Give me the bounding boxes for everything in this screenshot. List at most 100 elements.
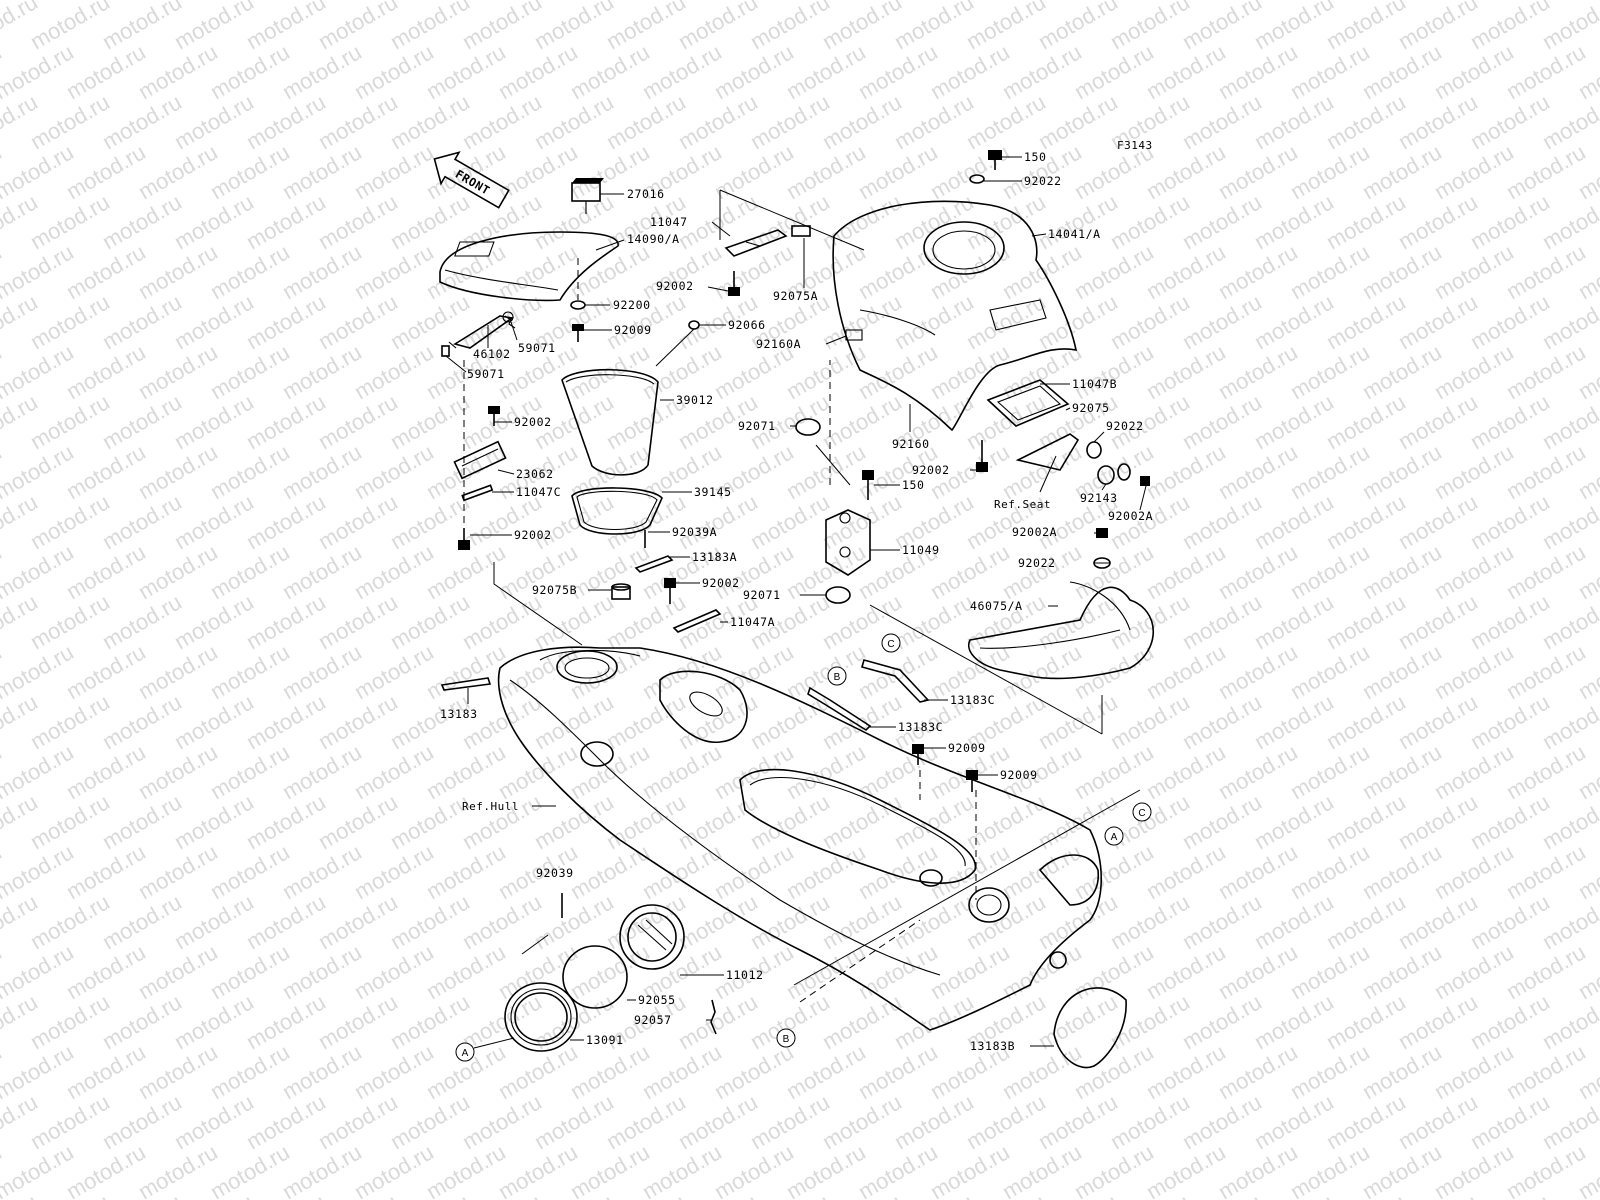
watermark-text: motod.ru — [1142, 1039, 1230, 1104]
watermark-text: motod.ru — [134, 139, 222, 204]
watermark-text: motod.ru — [1430, 339, 1518, 404]
svg-text:A: A — [462, 1048, 469, 1059]
watermark-text: motod.ru — [1286, 439, 1374, 504]
svg-text:C: C — [887, 639, 894, 650]
label-14090: 14090/A — [627, 232, 680, 246]
watermark-text: motod.ru — [1070, 539, 1158, 604]
watermark-text: motod.ru — [242, 989, 330, 1054]
watermark-text: motod.ru — [1394, 189, 1482, 254]
watermark-text: motod.ru — [998, 39, 1086, 104]
label-92002-a: 92002 — [656, 279, 694, 293]
watermark-text: motod.ru — [1142, 239, 1230, 304]
watermark-text: motod.ru — [494, 1039, 582, 1104]
watermark-text: motod.ru — [62, 1139, 150, 1200]
label-46075: 46075/A — [970, 599, 1023, 613]
watermark-text: motod.ru — [98, 1089, 186, 1154]
label-92002A-b: 92002A — [1012, 525, 1057, 539]
watermark-text: motod.ru — [494, 739, 582, 804]
watermark-text: motod.ru — [1358, 839, 1446, 904]
watermark-text: motod.ru — [26, 189, 114, 254]
ring-13183B — [1053, 987, 1127, 1069]
watermark-text: motod.ru — [134, 839, 222, 904]
watermark-text: motod.ru — [350, 139, 438, 204]
watermark-text: motod.ru — [422, 839, 510, 904]
watermark-text: motod.ru — [566, 739, 654, 804]
watermark-text: motod.ru — [242, 389, 330, 454]
label-92160: 92160 — [892, 437, 930, 451]
watermark-text: motod.ru — [422, 939, 510, 1004]
watermark-text: motod.ru — [854, 39, 942, 104]
watermark-text: motod.ru — [1502, 639, 1590, 704]
watermark-text: motod.ru — [530, 489, 618, 554]
watermark-text: motod.ru — [782, 839, 870, 904]
strap-13183C-lower — [807, 686, 872, 732]
watermark-text: motod.ru — [422, 39, 510, 104]
watermark-text: motod.ru — [62, 939, 150, 1004]
watermark-text: motod.ru — [170, 389, 258, 454]
hinge-23062 — [453, 440, 507, 502]
watermark-text: motod.ru — [1322, 89, 1410, 154]
label-11047: 11047 — [650, 215, 688, 229]
watermark-text: motod.ru — [998, 1139, 1086, 1200]
watermark-text: motod.ru — [1322, 589, 1410, 654]
watermark-text: motod.ru — [1106, 589, 1194, 654]
watermark-text: motod.ru — [242, 789, 330, 854]
watermark-text: motod.ru — [1466, 589, 1554, 654]
label-92022-top: 92022 — [1024, 174, 1062, 188]
watermark-text: motod.ru — [98, 389, 186, 454]
watermark-text: motod.ru — [566, 1139, 654, 1200]
watermark-text: motod.ru — [278, 639, 366, 704]
watermark-text: motod.ru — [1178, 989, 1266, 1054]
watermark-text: motod.ru — [530, 189, 618, 254]
watermark-text: motod.ru — [1466, 889, 1554, 954]
watermark-text: motod.ru — [1142, 1139, 1230, 1200]
watermark-text: motod.ru — [1502, 39, 1590, 104]
watermark-text: motod.ru — [818, 789, 906, 854]
watermark-text: motod.ru — [1430, 1139, 1518, 1200]
watermark-text: motod.ru — [386, 589, 474, 654]
watermark-text: motod.ru — [1178, 389, 1266, 454]
watermark-text: motod.ru — [386, 789, 474, 854]
watermark-text: motod.ru — [422, 639, 510, 704]
watermark-text: motod.ru — [1106, 989, 1194, 1054]
watermark-text: motod.ru — [1070, 1139, 1158, 1200]
watermark-text: motod.ru — [314, 289, 402, 354]
strap-13183A — [634, 555, 674, 573]
watermark-text: motod.ru — [1214, 439, 1302, 504]
bolt-92002-seat — [976, 440, 988, 472]
watermark-text: motod.ru — [1286, 1039, 1374, 1104]
watermark-text: motod.ru — [350, 439, 438, 504]
watermark-text: motod.ru — [62, 39, 150, 104]
callout-C-upper: C — [881, 633, 901, 653]
watermark-text: motod.ru — [782, 639, 870, 704]
label-11047C: 11047C — [516, 485, 561, 499]
watermark-text: motod.ru — [854, 1139, 942, 1200]
watermark-text: motod.ru — [1142, 139, 1230, 204]
watermark-text: motod.ru — [782, 439, 870, 504]
watermark-text: motod.ru — [314, 389, 402, 454]
watermark-text: motod.ru — [98, 489, 186, 554]
watermark-text: motod.ru — [1358, 39, 1446, 104]
watermark-text: motod.ru — [1430, 1039, 1518, 1104]
watermark-text: motod.ru — [710, 139, 798, 204]
watermark-text: motod.ru — [1178, 289, 1266, 354]
label-27016: 27016 — [627, 187, 665, 201]
watermark-text: motod.ru — [1250, 789, 1338, 854]
watermark-text: motod.ru — [1358, 739, 1446, 804]
watermark-text: motod.ru — [890, 289, 978, 354]
watermark-text: motod.ru — [494, 1139, 582, 1200]
watermark-text: motod.ru — [1430, 239, 1518, 304]
watermark-text: motod.ru — [1106, 289, 1194, 354]
watermark-text: motod.ru — [674, 789, 762, 854]
callout-A-left: A — [455, 1042, 475, 1062]
watermark-text: motod.ru — [1142, 439, 1230, 504]
watermark-text: motod.ru — [134, 1139, 222, 1200]
watermark-text: motod.ru — [1358, 539, 1446, 604]
callout-C-right: C — [1132, 802, 1152, 822]
watermark-text: motod.ru — [674, 989, 762, 1054]
watermark-text: motod.ru — [98, 189, 186, 254]
watermark-text: motod.ru — [1502, 439, 1590, 504]
watermark-text: motod.ru — [818, 189, 906, 254]
watermark-text: motod.ru — [350, 539, 438, 604]
